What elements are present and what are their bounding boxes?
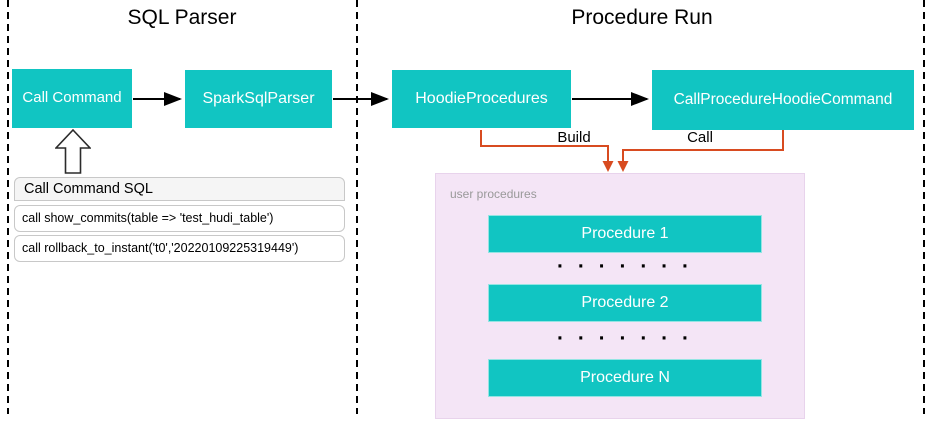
connector-build-arrowhead-icon — [602, 161, 614, 172]
sql-statement-row: call rollback_to_instant('t0','202201092… — [14, 235, 345, 262]
edge-label-call: Call — [687, 129, 713, 146]
user-procedures-label: user procedures — [450, 187, 537, 201]
procedure-box-1: Procedure 1 — [488, 215, 762, 253]
node-sparksqlparser: SparkSqlParser — [185, 70, 332, 128]
edge-label-build: Build — [557, 129, 591, 146]
sql-panel-header: Call Command SQL — [14, 177, 345, 201]
ellipsis-dots: · · · · · · · — [557, 327, 693, 350]
call-command-sql-panel: Call Command SQL call show_commits(table… — [14, 177, 345, 262]
dashed-separator-right — [923, 0, 925, 414]
node-hoodieprocedures: HoodieProcedures — [392, 70, 571, 128]
connector-call-arrowhead-icon — [617, 161, 629, 172]
node-callprocedurehoodiecommand: CallProcedureHoodieCommand — [652, 70, 914, 130]
sql-statement-row: call show_commits(table => 'test_hudi_ta… — [14, 204, 345, 232]
procedure-box-n: Procedure N — [488, 359, 762, 397]
dashed-separator-left — [7, 0, 9, 414]
procedure-box-2: Procedure 2 — [488, 284, 762, 322]
lane-title-procedure-run: Procedure Run — [571, 6, 713, 29]
user-procedures-panel: user procedures Procedure 1 · · · · · · … — [435, 173, 805, 419]
dashed-separator-middle — [356, 0, 358, 414]
lane-title-sql-parser: SQL Parser — [127, 6, 237, 29]
node-call-command: Call Command — [12, 69, 132, 128]
ellipsis-dots: · · · · · · · — [557, 255, 693, 278]
hollow-up-arrow-icon — [55, 129, 91, 174]
